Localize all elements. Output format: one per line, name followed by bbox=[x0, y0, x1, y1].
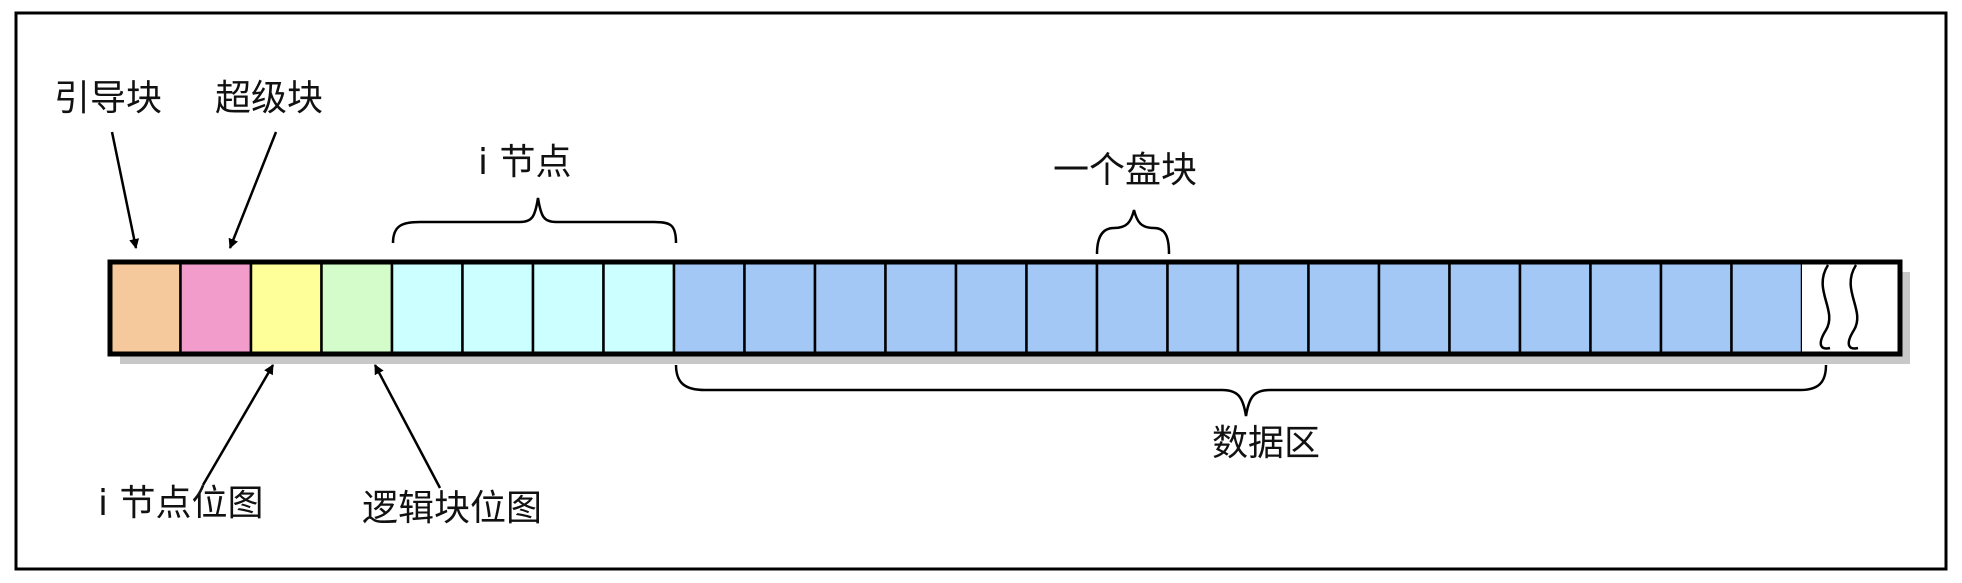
logical-block-bitmap-cell bbox=[320, 260, 394, 356]
data-block-cell bbox=[1307, 260, 1381, 356]
data-area-brace bbox=[674, 364, 1828, 417]
boot-block-arrow bbox=[110, 131, 140, 249]
inode-bitmap-arrow bbox=[201, 364, 275, 486]
super-block-cell bbox=[179, 260, 253, 356]
data-block-cell bbox=[1730, 260, 1804, 356]
label-one-disk-block: 一个盘块 bbox=[1053, 150, 1197, 191]
inode-block-cell bbox=[531, 260, 605, 356]
label-inode-section: i 节点 bbox=[478, 142, 571, 183]
data-block-cell bbox=[1518, 260, 1592, 356]
label-inode-bitmap: i 节点位图 bbox=[98, 483, 263, 524]
strip-break-symbol bbox=[1819, 264, 1859, 350]
label-boot-block: 引导块 bbox=[54, 78, 162, 119]
label-data-area: 数据区 bbox=[1212, 423, 1320, 464]
data-block-cell bbox=[1166, 260, 1240, 356]
data-block-cell bbox=[954, 260, 1028, 356]
super-block-arrow bbox=[228, 131, 278, 249]
outer-frame bbox=[14, 11, 1948, 571]
data-block-cell bbox=[813, 260, 887, 356]
block-strip bbox=[108, 260, 1900, 356]
disk-block-brace bbox=[1095, 209, 1171, 255]
strip-outline bbox=[107, 259, 1903, 357]
data-block-cell bbox=[1236, 260, 1310, 356]
data-block-cell bbox=[1659, 260, 1733, 356]
data-block-cell bbox=[1025, 260, 1099, 356]
inode-block-cell bbox=[390, 260, 464, 356]
label-super-block: 超级块 bbox=[215, 78, 323, 119]
data-block-cell bbox=[1448, 260, 1522, 356]
boot-block-cell bbox=[108, 260, 182, 356]
logical-block-bitmap-arrow bbox=[373, 364, 442, 489]
inode-block-cell bbox=[461, 260, 535, 356]
inode-brace bbox=[391, 197, 678, 244]
data-block-cell bbox=[1377, 260, 1451, 356]
data-block-cell bbox=[672, 260, 746, 356]
data-block-cell bbox=[884, 260, 958, 356]
data-block-cell bbox=[743, 260, 817, 356]
data-block-cell bbox=[1589, 260, 1663, 356]
data-block-cell bbox=[1095, 260, 1169, 356]
inode-block-cell bbox=[602, 260, 676, 356]
inode-bitmap-cell bbox=[249, 260, 323, 356]
label-logical-block-bitmap: 逻辑块位图 bbox=[362, 488, 542, 529]
